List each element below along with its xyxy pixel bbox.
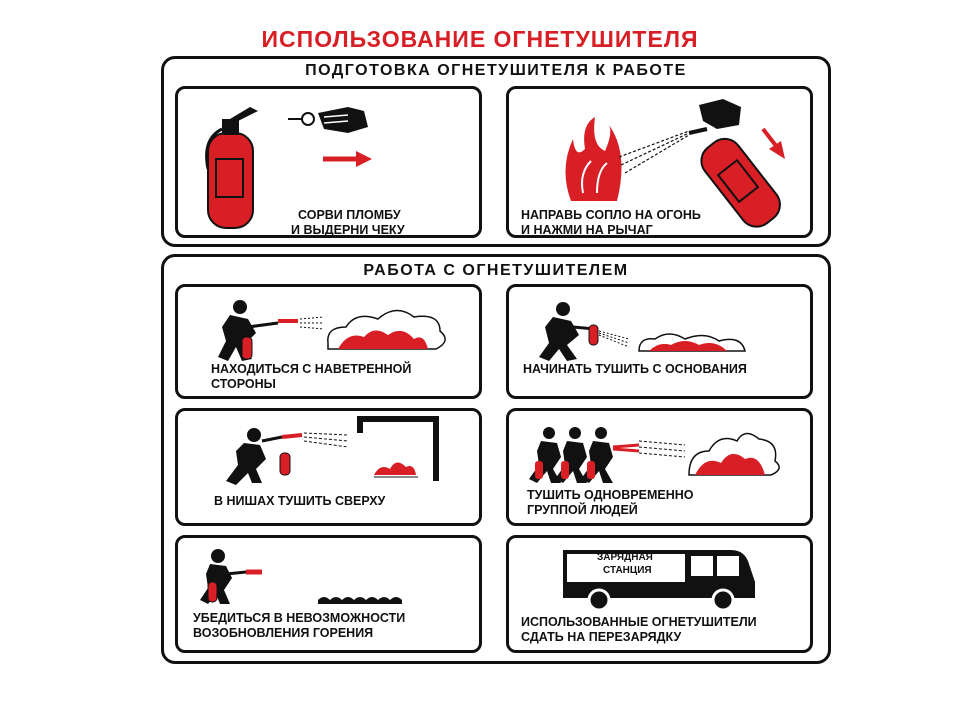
- aim-nozzle-icon: [565, 99, 785, 228]
- rule-windward-panel: НАХОДИТЬСЯ С НАВЕТРЕННОЙ СТОРОНЫ: [175, 284, 482, 399]
- rule-caption-line2: СДАТЬ НА ПЕРЕЗАРЯДКУ: [521, 630, 682, 644]
- rule-caption-line1: НАХОДИТЬСЯ С НАВЕТРЕННОЙ: [211, 362, 412, 376]
- recharge-van-icon: [563, 550, 755, 612]
- rule-caption-line2: ВОЗОБНОВЛЕНИЯ ГОРЕНИЯ: [193, 626, 374, 640]
- operation-heading: РАБОТА С ОГНЕТУШИТЕЛЕМ: [363, 262, 629, 279]
- rule-caption-line1: В НИШАХ ТУШИТЬ СВЕРХУ: [214, 494, 386, 508]
- step-caption-line1: СОРВИ ПЛОМБУ: [298, 208, 401, 222]
- windward-icon: [218, 300, 446, 361]
- preparation-heading: ПОДГОТОВКА ОГНЕТУШИТЕЛЯ К РАБОТЕ: [305, 62, 687, 79]
- van-sign-line2: СТАНЦИЯ: [603, 565, 652, 576]
- poster-title: ИСПОЛЬЗОВАНИЕ ОГНЕТУШИТЕЛЯ: [261, 26, 699, 52]
- van-sign-line1: ЗАРЯДНАЯ: [597, 552, 653, 563]
- rule-caption-line1: ИСПОЛЬЗОВАННЫЕ ОГНЕТУШИТЕЛИ: [521, 615, 757, 629]
- check-reignition-icon: [200, 549, 402, 604]
- rule-caption-line1: УБЕДИТЬСЯ В НЕВОЗМОЖНОСТИ: [193, 611, 406, 625]
- step-caption-line2: И НАЖМИ НА РЫЧАГ: [521, 223, 653, 237]
- rule-niche-panel: В НИШАХ ТУШИТЬ СВЕРХУ: [175, 408, 482, 526]
- rule-caption-line1: НАЧИНАТЬ ТУШИТЬ С ОСНОВАНИЯ: [523, 362, 747, 376]
- group-icon: [529, 427, 780, 483]
- rule-reignition-panel: УБЕДИТЬСЯ В НЕВОЗМОЖНОСТИ ВОЗОБНОВЛЕНИЯ …: [175, 535, 482, 653]
- rule-base-panel: НАЧИНАТЬ ТУШИТЬ С ОСНОВАНИЯ: [506, 284, 813, 399]
- step-aim-panel: НАПРАВЬ СОПЛО НА ОГОНЬ И НАЖМИ НА РЫЧАГ: [506, 86, 813, 238]
- preparation-section: ПОДГОТОВКА ОГНЕТУШИТЕЛЯ К РАБОТЕ СОРВИ П…: [161, 56, 831, 247]
- niche-icon: [226, 416, 439, 485]
- extinguisher-pin-icon: [205, 107, 372, 229]
- operation-section: РАБОТА С ОГНЕТУШИТЕЛЕМ НАХОДИТЬСЯ С НАВЕ…: [161, 254, 831, 664]
- base-of-fire-icon: [539, 302, 746, 361]
- rule-recharge-panel: ЗАРЯДНАЯ СТАНЦИЯ ИСПОЛЬЗОВАННЫЕ ОГНЕТУШИ…: [506, 535, 813, 653]
- rule-caption-line2: СТОРОНЫ: [211, 377, 276, 391]
- step-caption-line2: И ВЫДЕРНИ ЧЕКУ: [291, 223, 405, 237]
- step-pull-pin-panel: СОРВИ ПЛОМБУ И ВЫДЕРНИ ЧЕКУ: [175, 86, 482, 238]
- rule-caption-line1: ТУШИТЬ ОДНОВРЕМЕННО: [527, 488, 694, 502]
- step-caption-line1: НАПРАВЬ СОПЛО НА ОГОНЬ: [521, 208, 701, 222]
- rule-caption-line2: ГРУППОЙ ЛЮДЕЙ: [527, 503, 638, 517]
- rule-group-panel: ТУШИТЬ ОДНОВРЕМЕННО ГРУППОЙ ЛЮДЕЙ: [506, 408, 813, 526]
